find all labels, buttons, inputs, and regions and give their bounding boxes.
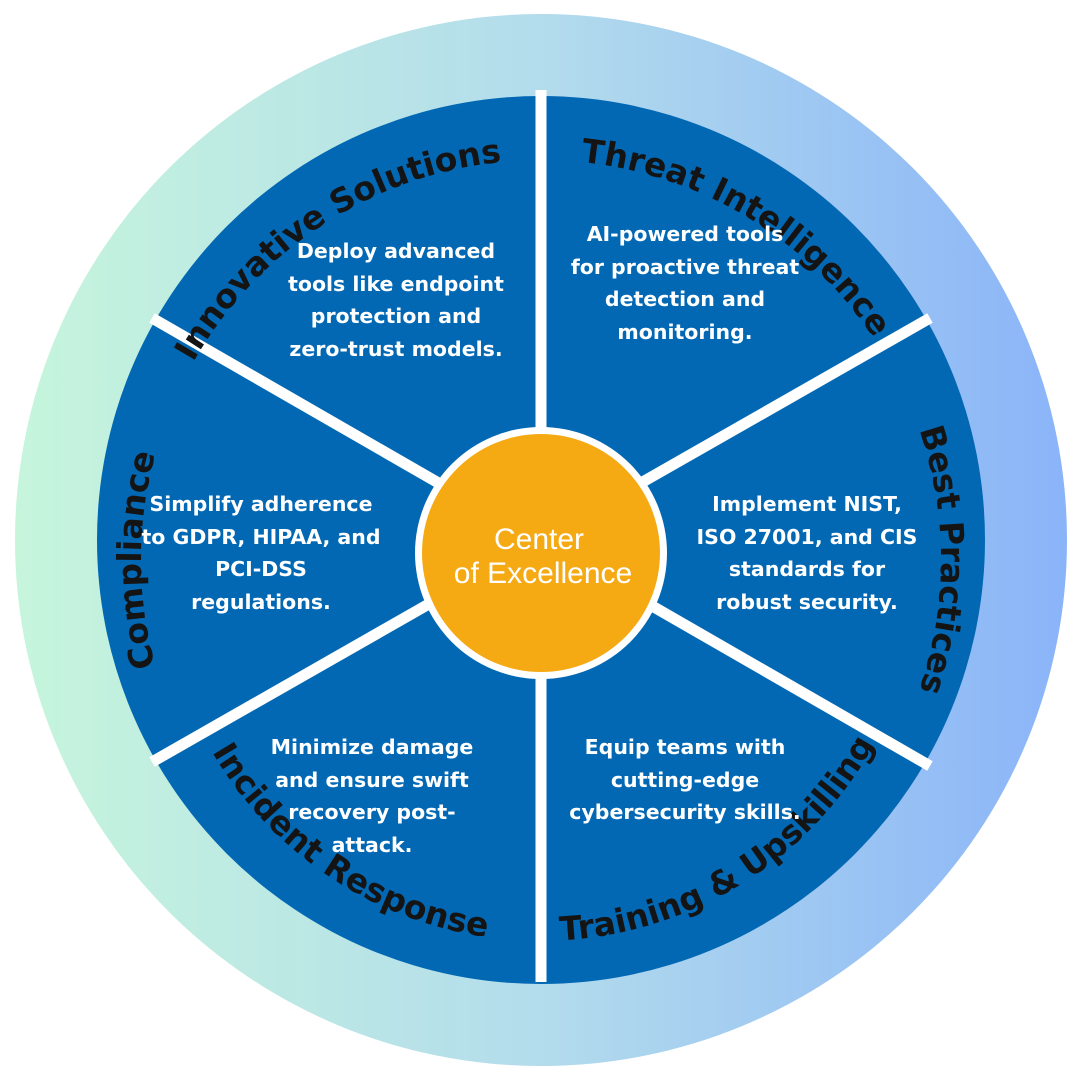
training-upskilling-description: Equip teams with cutting-edge cybersecur…: [569, 735, 801, 824]
innovative-solutions-description: Deploy advanced tools like endpoint prot…: [288, 239, 504, 361]
center-title-line2: of Excellence: [454, 557, 632, 590]
threat-intelligence-description: AI-powered tools for proactive threat de…: [570, 222, 800, 344]
compliance-description: Simplify adherence to GDPR, HIPAA, and P…: [141, 492, 381, 614]
best-practices-description: Implement NIST, ISO 27001, and CIS stand…: [696, 492, 918, 614]
center-circle: [422, 434, 660, 672]
incident-response-description: Minimize damage and ensure swift recover…: [270, 735, 474, 857]
center-title-line1: Center: [494, 523, 584, 556]
